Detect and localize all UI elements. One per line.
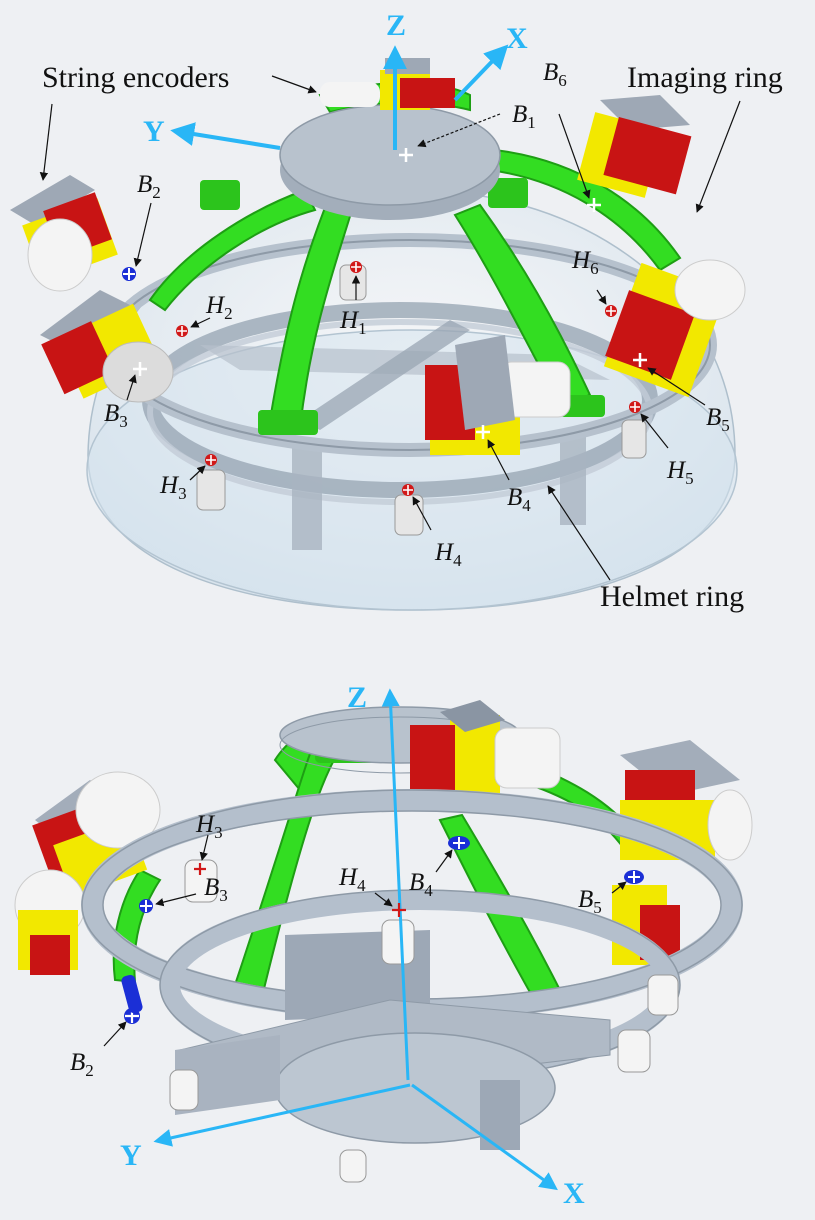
marker-h6 <box>605 305 617 317</box>
label-b4: B4 <box>507 484 531 515</box>
encoder-front <box>425 335 571 455</box>
marker-b2 <box>122 267 136 281</box>
top-panel: Z X Y String encoders Imaging ring Helme… <box>10 9 783 613</box>
bottom-marker-h3 <box>194 863 206 875</box>
bottom-label-h3: H3 <box>195 811 223 842</box>
y-axis-line <box>170 122 281 150</box>
encoder-right <box>603 259 746 398</box>
marker-h1 <box>350 261 362 273</box>
label-h5: H5 <box>666 457 694 488</box>
label-b6: B6 <box>543 59 567 90</box>
marker-h2 <box>176 325 188 337</box>
label-h3: H3 <box>159 472 187 503</box>
callout-imaging-ring: Imaging ring <box>627 61 783 94</box>
bottom-marker-b3 <box>139 899 153 913</box>
bottom-label-b5: B5 <box>578 886 602 917</box>
label-b1: B1 <box>512 101 536 132</box>
y-axis-label: Y <box>143 115 165 148</box>
bottom-encoder-top <box>410 700 561 810</box>
encoder-top-left <box>10 175 118 292</box>
top-axes: Z X Y <box>143 9 528 150</box>
bottom-label-b2: B2 <box>70 1049 94 1080</box>
top-markers: B1 B2 B3 B4 B5 B6 H1 <box>104 59 730 570</box>
label-b5: B5 <box>706 404 730 435</box>
label-h1: H1 <box>339 307 367 338</box>
bottom-marker-b2 <box>121 974 143 1024</box>
marker-b3 <box>133 362 147 376</box>
label-h4: H4 <box>434 539 462 570</box>
marker-b5 <box>633 353 647 367</box>
label-b2: B2 <box>137 171 161 202</box>
encoder-left <box>40 290 174 403</box>
marker-b4 <box>476 425 490 439</box>
bottom-markers: B2 B3 B4 B5 H3 H4 <box>70 811 644 1080</box>
bottom-axes: Z X Y <box>120 681 585 1210</box>
marker-b6 <box>587 198 601 212</box>
x-axis-line <box>453 44 509 102</box>
marker-h3 <box>205 454 217 466</box>
bottom-z-axis-line <box>381 688 410 1081</box>
bottom-marker-b4 <box>448 836 470 850</box>
bottom-panel: Z X Y B2 B3 B4 B5 H3 <box>14 681 753 1210</box>
label-h6: H6 <box>571 247 599 278</box>
bottom-label-b3: B3 <box>204 874 228 905</box>
encoder-top <box>320 58 455 110</box>
x-axis-label: X <box>506 22 528 55</box>
z-axis-label: Z <box>386 9 406 42</box>
bottom-x-axis-label: X <box>563 1177 585 1210</box>
bottom-y-axis-label: Y <box>120 1139 142 1172</box>
bottom-label-b4: B4 <box>409 869 433 900</box>
callout-helmet-ring: Helmet ring <box>600 580 744 613</box>
top-plate <box>279 104 501 220</box>
callouts: String encoders Imaging ring Helmet ring <box>39 61 783 613</box>
callout-string-encoders: String encoders <box>42 61 229 94</box>
marker-h5 <box>629 401 641 413</box>
marker-b1 <box>399 148 413 162</box>
bottom-y-axis-line <box>153 1083 411 1147</box>
bottom-label-h4: H4 <box>338 864 366 895</box>
bottom-z-axis-label: Z <box>347 681 367 714</box>
bottom-x-axis-line <box>411 1083 558 1191</box>
label-h2: H2 <box>205 292 233 323</box>
marker-h4 <box>402 484 414 496</box>
bottom-marker-h4 <box>392 903 406 917</box>
label-b3: B3 <box>104 400 128 431</box>
bottom-marker-b5 <box>624 870 644 884</box>
bottom-helmet-posts <box>169 859 679 1183</box>
encoder-top-right <box>577 95 692 198</box>
